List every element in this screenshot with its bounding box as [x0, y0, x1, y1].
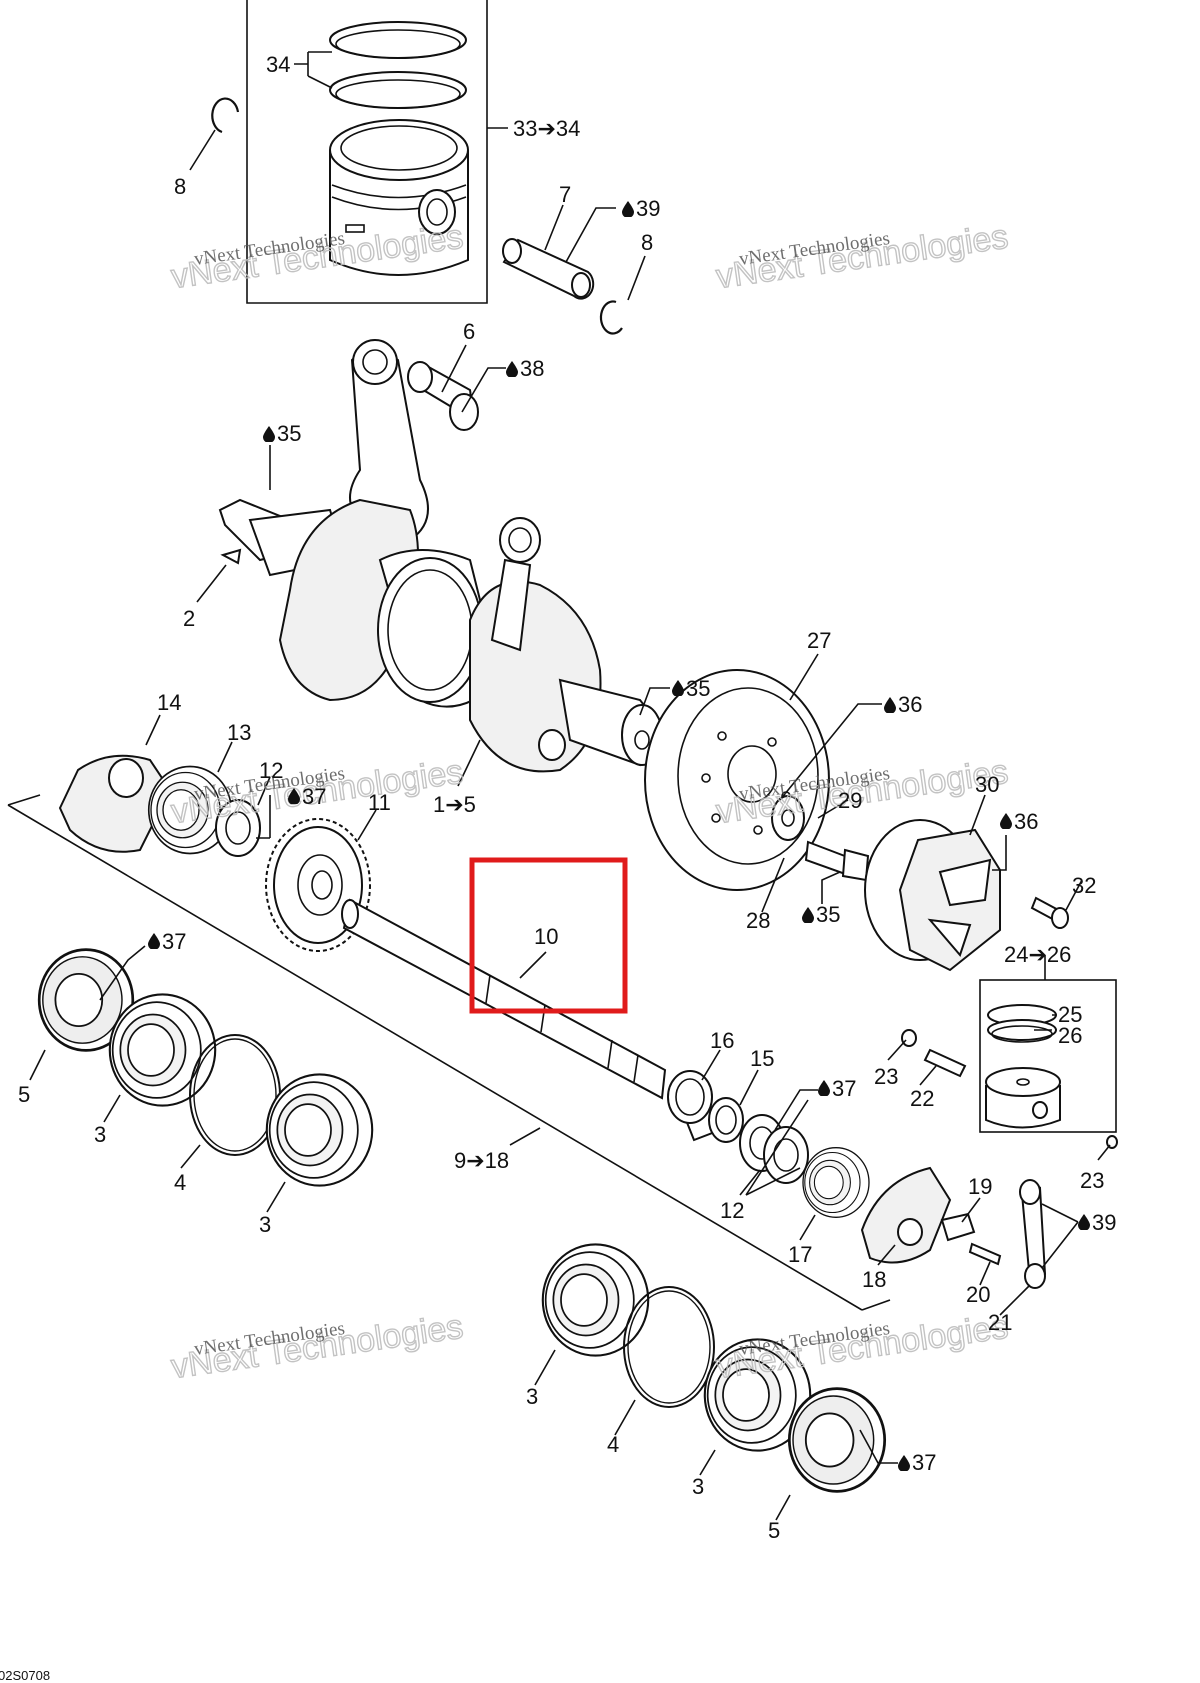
callout-37: 37 — [832, 1076, 856, 1101]
callout-4: 4 — [607, 1432, 619, 1457]
callout-20: 20 — [966, 1282, 990, 1307]
callout-38: 38 — [520, 356, 544, 381]
callout-22: 22 — [910, 1086, 934, 1111]
figure-code: 02S0708 — [0, 1668, 50, 1683]
oil-drop-icon — [1000, 813, 1012, 829]
oil-drop-icon — [898, 1455, 910, 1471]
callout-1-to-5: 1➔5 — [433, 792, 476, 817]
callout-19: 19 — [968, 1174, 992, 1199]
oil-drop-icon — [148, 933, 160, 949]
callout-5: 5 — [768, 1518, 780, 1543]
callout-26: 26 — [1058, 1023, 1082, 1048]
oil-drop-icon — [263, 426, 275, 442]
callout-3: 3 — [259, 1212, 271, 1237]
callout-37: 37 — [912, 1450, 936, 1475]
callout-5: 5 — [18, 1082, 30, 1107]
callout-37: 37 — [302, 784, 326, 809]
callout-37: 37 — [162, 929, 186, 954]
callout-12: 12 — [259, 758, 283, 783]
oil-drop-icon — [802, 907, 814, 923]
callout-3: 3 — [692, 1474, 704, 1499]
callout-16: 16 — [710, 1028, 734, 1053]
highlight-box — [469, 857, 628, 1014]
callout-39: 39 — [1092, 1210, 1116, 1235]
callout-6: 6 — [463, 319, 475, 344]
oil-drop-icon — [1078, 1214, 1090, 1230]
oil-drop-icon — [672, 680, 684, 696]
callout-24-to-26: 24➔26 — [1004, 942, 1071, 967]
callout-18: 18 — [862, 1267, 886, 1292]
callout-36: 36 — [1014, 809, 1038, 834]
callout-36: 36 — [898, 692, 922, 717]
callout-33-to-34: 33➔34 — [513, 116, 580, 141]
callout-23: 23 — [874, 1064, 898, 1089]
oil-drop-icon — [622, 201, 634, 217]
piston-group — [211, 0, 623, 335]
callout-7: 7 — [559, 182, 571, 207]
callout-23: 23 — [1080, 1168, 1104, 1193]
callout-29: 29 — [838, 788, 862, 813]
callout-3: 3 — [526, 1384, 538, 1409]
callout-12: 12 — [720, 1198, 744, 1223]
flywheel-group — [644, 669, 870, 891]
callout-28: 28 — [746, 908, 770, 933]
callout-25: 25 — [1058, 1002, 1082, 1027]
callout-8: 8 — [641, 230, 653, 255]
oil-drop-icon — [818, 1080, 830, 1096]
crankshaft — [218, 498, 663, 773]
left-bearings-group — [37, 948, 374, 1187]
callout-10: 10 — [534, 924, 558, 949]
callout-2: 2 — [183, 606, 195, 631]
callout-4: 4 — [174, 1170, 186, 1195]
callout-30: 30 — [975, 772, 999, 797]
callout-8: 8 — [174, 174, 186, 199]
oil-drop-icon — [506, 361, 518, 377]
callout-27: 27 — [807, 628, 831, 653]
coupler-group — [864, 819, 1069, 972]
callout-11: 11 — [368, 790, 391, 815]
callout-15: 15 — [750, 1046, 774, 1071]
callout-17: 17 — [788, 1242, 812, 1267]
connecting-rod-group — [349, 339, 479, 542]
callout-14: 14 — [157, 690, 181, 715]
balance-shaft-frame — [7, 794, 891, 1311]
kit-box — [979, 979, 1117, 1133]
callout-39: 39 — [636, 196, 660, 221]
callout-21: 21 — [988, 1310, 1012, 1335]
callout-9-to-18: 9➔18 — [454, 1148, 509, 1173]
callout-35: 35 — [686, 676, 710, 701]
callout-34: 34 — [266, 52, 290, 77]
oil-drop-icon — [884, 697, 896, 713]
callout-35: 35 — [816, 902, 840, 927]
callout-3: 3 — [94, 1122, 106, 1147]
callout-32: 32 — [1072, 873, 1096, 898]
callout-13: 13 — [227, 720, 251, 745]
callout-35: 35 — [277, 421, 301, 446]
callout-labels: 34 33➔34 8 7 39 8 6 38 35 2 27 35 36 14 … — [18, 52, 1116, 1543]
leader-lines — [29, 51, 1111, 1521]
